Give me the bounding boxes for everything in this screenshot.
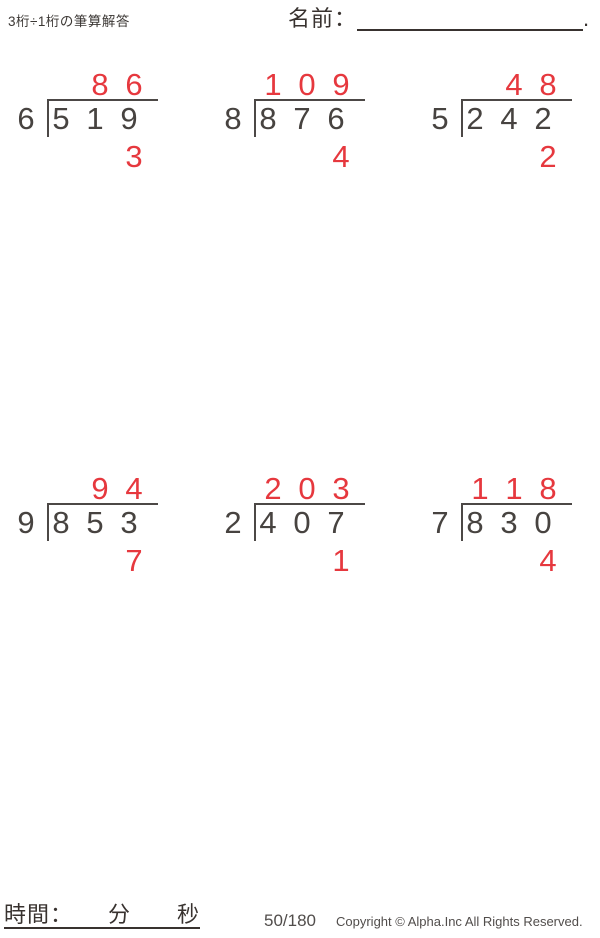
division-expression: 2 4 0 7 <box>221 503 386 541</box>
remainder-row: 1 <box>221 543 386 578</box>
quotient-digit: 8 <box>539 67 557 102</box>
name-field: 名前： . <box>288 6 589 31</box>
quotient-digit: 1 <box>505 471 523 506</box>
division-expression: 8 8 7 6 <box>221 99 386 137</box>
worksheet-title: 3桁÷1桁の筆算解答 <box>8 14 130 29</box>
remainder-row: 7 <box>14 543 179 578</box>
division-problem-1: 8 6 6 5 1 9 3 <box>14 67 179 174</box>
remainder-digit: 4 <box>539 543 557 578</box>
division-expression: 7 8 3 0 <box>428 503 593 541</box>
remainder-row: 4 <box>221 139 386 174</box>
divisor: 9 <box>17 505 35 540</box>
dividend-digit: 8 <box>259 101 277 136</box>
quotient-digit: 1 <box>264 67 282 102</box>
dividend-digit: 4 <box>500 101 518 136</box>
dividend-digit: 3 <box>500 505 518 540</box>
quotient-digit: 4 <box>505 67 523 102</box>
division-bracket: 8 5 3 <box>47 503 158 541</box>
quotient-row: 8 6 <box>14 67 179 102</box>
quotient-digit: 4 <box>125 471 143 506</box>
division-bracket: 2 4 2 <box>461 99 572 137</box>
division-expression: 5 2 4 2 <box>428 99 593 137</box>
quotient-row: 1 1 8 <box>428 471 593 506</box>
division-expression: 6 5 1 9 <box>14 99 179 137</box>
remainder-row: 4 <box>428 543 593 578</box>
quotient-digit <box>49 72 83 99</box>
divisor: 6 <box>17 101 35 136</box>
quotient-row: 9 4 <box>14 471 179 506</box>
remainder-row: 2 <box>428 139 593 174</box>
quotient-digit: 8 <box>539 471 557 506</box>
dividend-digit: 8 <box>52 505 70 540</box>
division-bracket: 8 7 6 <box>254 99 365 137</box>
remainder-digit: 2 <box>539 139 557 174</box>
division-bracket: 8 3 0 <box>461 503 572 541</box>
quotient-row: 2 0 3 <box>221 471 386 506</box>
dividend-digit: 4 <box>259 505 277 540</box>
remainder-digit: 3 <box>125 139 143 174</box>
dividend-digit: 5 <box>86 505 104 540</box>
dividend-digit: 0 <box>293 505 311 540</box>
quotient-row: 1 0 9 <box>221 67 386 102</box>
division-problem-6: 1 1 8 7 8 3 0 4 <box>428 471 593 578</box>
divisor: 5 <box>431 101 449 136</box>
name-label: 名前： <box>288 6 358 31</box>
dividend-digit: 7 <box>293 101 311 136</box>
quotient-digit: 0 <box>298 67 316 102</box>
quotient-digit: 0 <box>298 471 316 506</box>
name-input-line <box>357 6 584 31</box>
quotient-digit: 6 <box>125 67 143 102</box>
division-bracket: 5 1 9 <box>47 99 158 137</box>
division-problem-5: 2 0 3 2 4 0 7 1 <box>221 471 386 578</box>
dividend-digit: 9 <box>120 101 138 136</box>
divisor: 2 <box>224 505 242 540</box>
quotient-digit: 1 <box>471 471 489 506</box>
dividend-digit: 2 <box>466 101 484 136</box>
remainder-digit: 4 <box>332 139 350 174</box>
dividend-digit: 6 <box>327 101 345 136</box>
quotient-digit: 9 <box>332 67 350 102</box>
divisor: 7 <box>431 505 449 540</box>
dividend-digit: 5 <box>52 101 70 136</box>
quotient-digit: 3 <box>332 471 350 506</box>
quotient-digit: 2 <box>264 471 282 506</box>
dividend-digit: 0 <box>534 505 552 540</box>
divisor: 8 <box>224 101 242 136</box>
dividend-digit: 7 <box>327 505 345 540</box>
division-expression: 9 8 5 3 <box>14 503 179 541</box>
dividend-digit: 1 <box>86 101 104 136</box>
time-field: 時間： 分 秒 <box>4 902 201 929</box>
remainder-digit: 7 <box>125 543 143 578</box>
remainder-digit: 1 <box>332 543 350 578</box>
page-number: 50/180 <box>264 911 316 930</box>
remainder-row: 3 <box>14 139 179 174</box>
copyright: Copyright © Alpha.Inc All Rights Reserve… <box>336 914 583 929</box>
dividend-digit: 8 <box>466 505 484 540</box>
dividend-digit: 2 <box>534 101 552 136</box>
division-problem-2: 1 0 9 8 8 7 6 4 <box>221 67 386 174</box>
name-line-period: . <box>583 6 590 31</box>
division-bracket: 4 0 7 <box>254 503 365 541</box>
division-problem-3: 4 8 5 2 4 2 2 <box>428 67 593 174</box>
dividend-digit: 3 <box>120 505 138 540</box>
quotient-digit: 9 <box>91 471 109 506</box>
quotient-row: 4 8 <box>428 67 593 102</box>
quotient-digit: 8 <box>91 67 109 102</box>
quotient-digit <box>49 476 83 503</box>
division-problem-4: 9 4 9 8 5 3 7 <box>14 471 179 578</box>
quotient-digit <box>463 72 497 99</box>
